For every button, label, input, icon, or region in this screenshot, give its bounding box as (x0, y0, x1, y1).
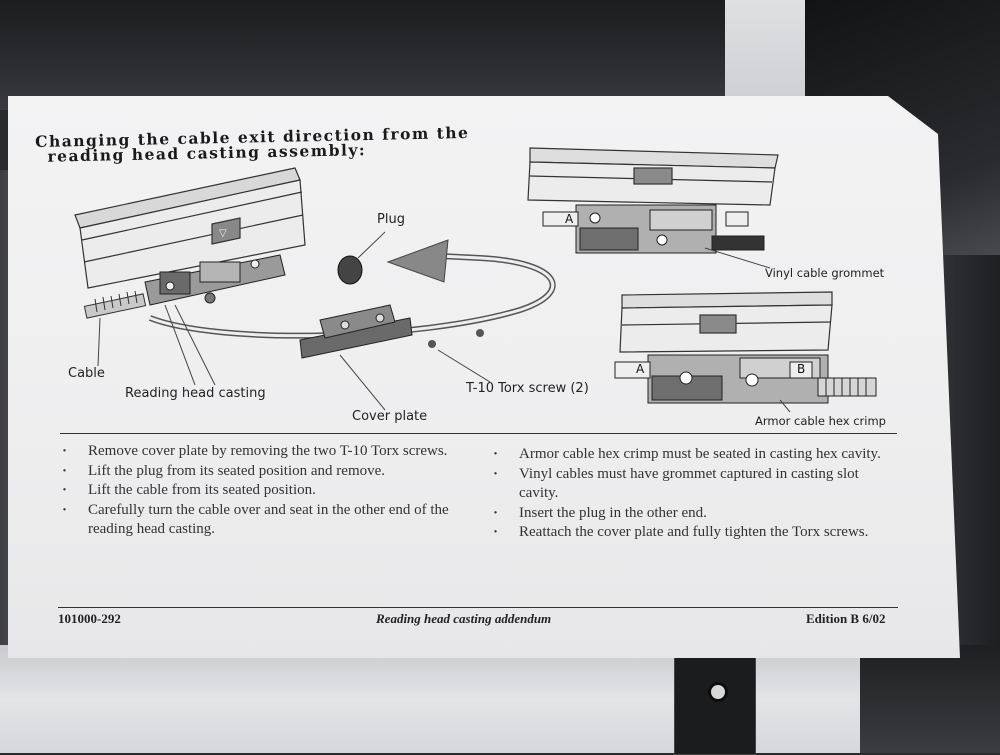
instructions-divider (60, 433, 897, 434)
edition: Edition B 6/02 (806, 611, 886, 626)
torx-screw-2 (476, 329, 484, 337)
background-dark-bottom (860, 645, 1000, 753)
instruction-item: Lift the plug from its seated position a… (60, 462, 460, 482)
instruction-item: Insert the plug in the other end. (491, 504, 891, 524)
instructions-right-list: Armor cable hex crimp must be seated in … (491, 445, 891, 543)
instruction-item: Remove cover plate by removing the two T… (60, 442, 460, 462)
armored-cable (83, 290, 147, 319)
instruction-item: Lift the cable from its seated position. (60, 481, 460, 501)
instruction-item: Armor cable hex crimp must be seated in … (491, 445, 891, 465)
footer-divider (58, 607, 898, 608)
reading-head-casting-label: Reading head casting (125, 386, 266, 401)
instructions-left-list: Remove cover plate by removing the two T… (60, 442, 460, 540)
casting-body (144, 254, 286, 306)
reading-head-rail: ▽ (74, 167, 306, 289)
black-mounting-block (674, 657, 756, 755)
background-white-panel (725, 0, 820, 100)
vinyl-cable-grommet-label: Vinyl cable grommet (765, 266, 885, 280)
torx-screw-label: T-10 Torx screw (2) (466, 381, 589, 396)
plug-label: Plug (377, 212, 405, 227)
cover-plate-label: Cover plate (352, 409, 428, 424)
armor-cable-hex-crimp-label: Armor cable hex crimp (755, 414, 886, 428)
end-b-label-bottom: B (797, 362, 805, 376)
document-title: Reading head casting addendum (376, 611, 552, 626)
plug-part (337, 255, 363, 285)
instruction-item: Vinyl cables must have grommet captured … (491, 465, 891, 504)
block-hole (708, 682, 728, 702)
instruction-item: Reattach the cover plate and fully tight… (491, 523, 891, 543)
background-plastic-bag (0, 645, 1000, 753)
end-a-label-bottom: A (636, 362, 645, 376)
cable-label: Cable (68, 366, 105, 381)
svg-text:▽: ▽ (219, 228, 227, 239)
end-a-label-top: A (565, 212, 574, 226)
part-number: 101000-292 (58, 611, 121, 626)
arrow-head (386, 239, 449, 283)
torx-screw-1 (428, 340, 436, 348)
cover-plate-part (299, 304, 413, 359)
instruction-item: Carefully turn the cable over and seat i… (60, 501, 460, 540)
